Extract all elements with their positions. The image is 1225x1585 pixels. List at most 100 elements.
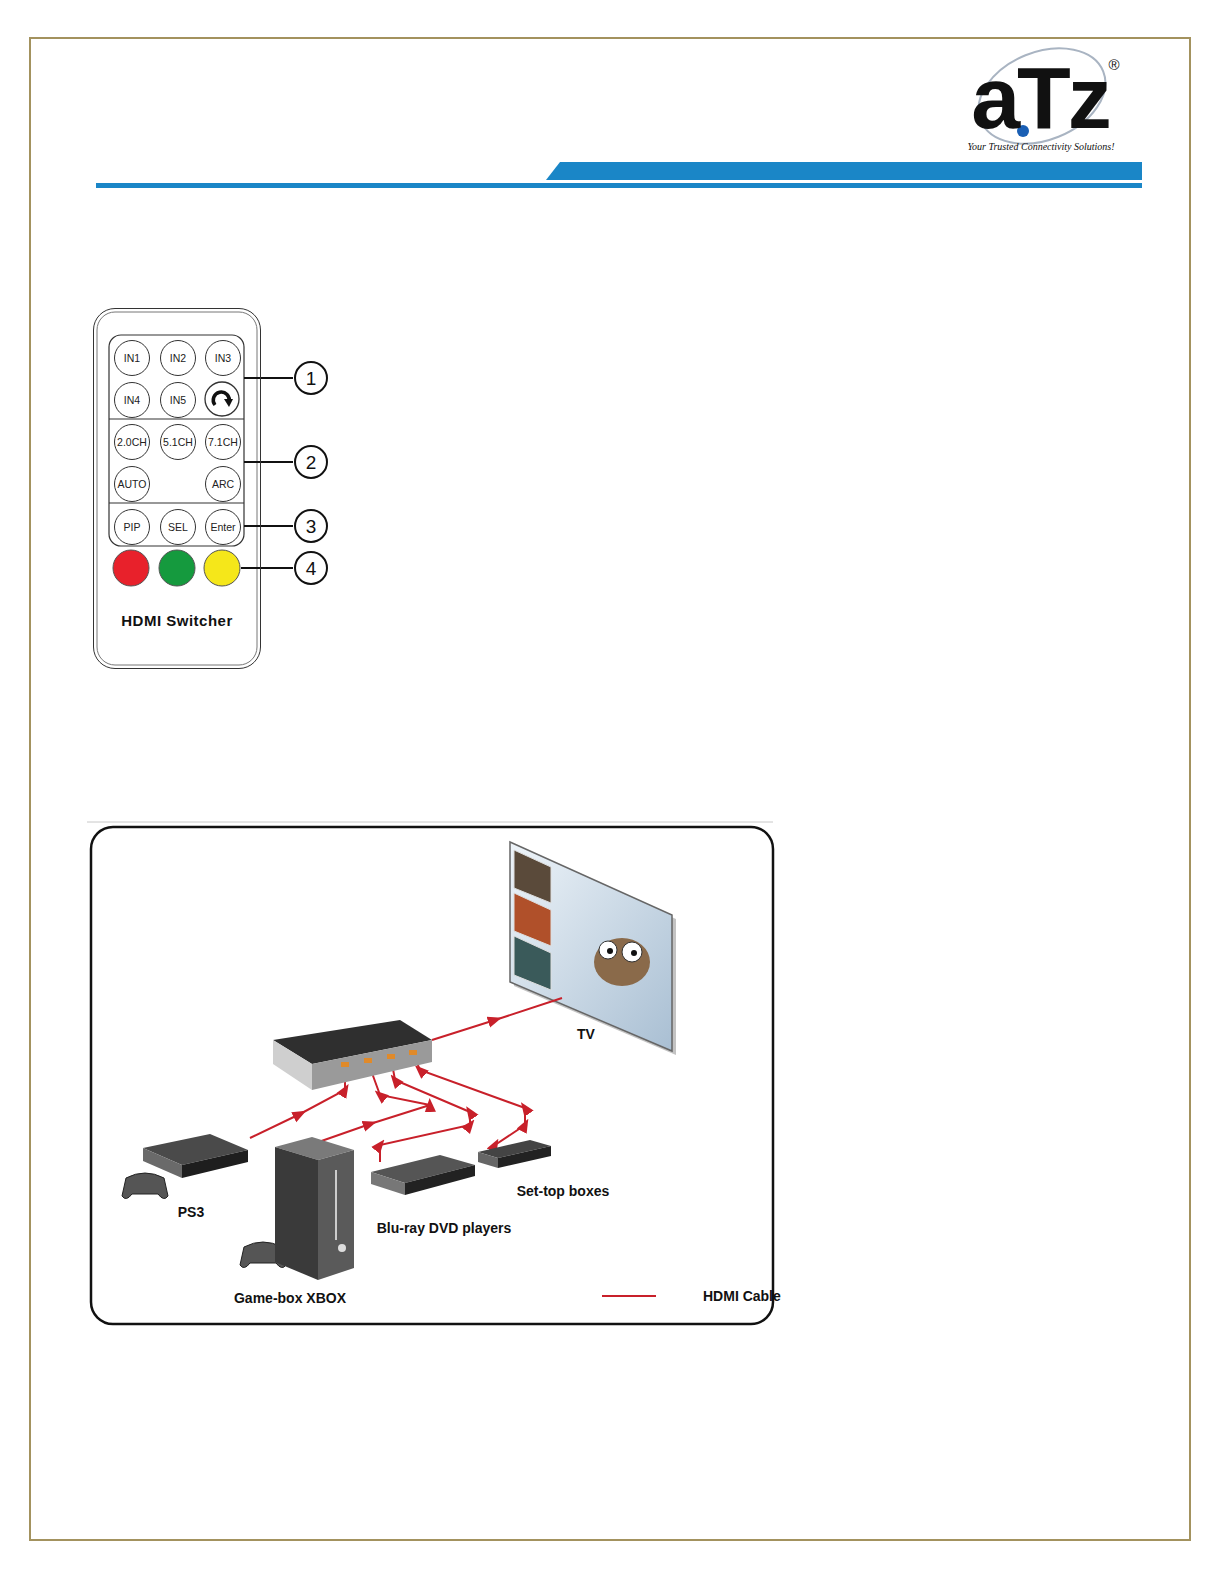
logo-graphic (964, 30, 1119, 161)
hdmi-port (341, 1062, 349, 1067)
player-side (371, 1172, 405, 1195)
cycle-icon-head (224, 399, 233, 407)
device-label: Game-box XBOX (234, 1290, 346, 1306)
button-label: IN2 (170, 352, 186, 364)
cartoon-face (594, 938, 650, 986)
callout-circle (295, 446, 327, 478)
remote-button: ARC (205, 466, 241, 502)
callout-circle (295, 362, 327, 394)
remote-button: SEL (160, 509, 196, 545)
callout-number: 3 (306, 517, 317, 536)
leader-line (244, 525, 293, 527)
device-label: Set-top boxes (517, 1183, 610, 1199)
device-name: PS3 (178, 1204, 204, 1220)
button-label: SEL (168, 521, 188, 533)
device-name: TV (577, 1026, 595, 1042)
legend-text: HDMI Cable (703, 1288, 781, 1304)
xbox-graphic (275, 1137, 354, 1280)
logo-tagline: Your Trusted Connectivity Solutions! (967, 142, 1114, 152)
switcher-graphic (273, 1020, 432, 1090)
bluray-graphic (371, 1155, 475, 1195)
hdmi-cables (250, 998, 562, 1162)
device-name: Game-box XBOX (234, 1290, 346, 1306)
remote-button: IN5 (160, 382, 196, 418)
ps3-graphic (143, 1134, 248, 1178)
remote-button: IN2 (160, 340, 196, 376)
remote-control: HDMI SwitcherIN1IN2IN3IN4IN52.0CH5.1CH7.… (93, 308, 261, 669)
button-label: IN5 (170, 394, 186, 406)
player-front (405, 1165, 475, 1195)
callout-circle (295, 552, 327, 584)
button-label: ARC (212, 478, 234, 490)
button-label: 7.1CH (208, 436, 238, 448)
power-button (338, 1244, 346, 1252)
tv-screen (510, 842, 672, 1051)
device-label: TV (577, 1026, 595, 1042)
disc-slot (335, 1170, 337, 1240)
button-group (109, 335, 244, 546)
hdmi-port (409, 1050, 417, 1055)
remote-button: 5.1CH (160, 424, 196, 460)
settop-graphic (478, 1140, 551, 1168)
button-label: 2.0CH (117, 436, 147, 448)
legend-row: HDMI Cable (602, 1288, 781, 1304)
remote-button: IN3 (205, 340, 241, 376)
remote-button: PIP (114, 509, 150, 545)
xbox-front (318, 1150, 354, 1280)
red-button (113, 550, 149, 586)
console-front (182, 1150, 248, 1178)
controller (122, 1173, 168, 1199)
remote-button: AUTO (114, 466, 150, 502)
legend-sample (602, 1295, 656, 1297)
button-label: PIP (124, 521, 141, 533)
separator (87, 822, 773, 823)
remote-button: IN4 (114, 382, 150, 418)
button-label: 5.1CH (163, 436, 193, 448)
leader-line (241, 567, 293, 569)
remote-button: 2.0CH (114, 424, 150, 460)
hdmi-cable (432, 998, 562, 1040)
switcher-front (312, 1040, 432, 1090)
header-rule (96, 183, 1142, 188)
box-front (498, 1146, 551, 1168)
hdmi-cable (413, 1054, 525, 1152)
cycle-button (205, 382, 239, 416)
cartoon-pupil (631, 950, 637, 956)
group-divider (109, 502, 244, 503)
callout-leaders (241, 362, 327, 584)
green-button (159, 550, 195, 586)
button-label: AUTO (118, 478, 147, 490)
header-band (546, 162, 1142, 180)
button-label: Enter (210, 521, 235, 533)
diagram-panel (91, 827, 773, 1324)
hdmi-port (387, 1054, 395, 1059)
callout-circle (295, 510, 327, 542)
registered-mark: ® (1108, 57, 1119, 72)
device-label: Blu-ray DVD players (377, 1220, 512, 1236)
tv-graphic (510, 842, 676, 1055)
button-label: IN4 (124, 394, 140, 406)
switcher-side (273, 1040, 312, 1090)
hdmi-cable (380, 1058, 470, 1162)
logo-wordmark: aTz (971, 54, 1109, 142)
device-name: Set-top boxes (517, 1183, 610, 1199)
cartoon-pupil (607, 948, 613, 954)
thumbnail (514, 936, 551, 990)
xbox-side (275, 1147, 318, 1280)
leader-line (244, 461, 293, 463)
device-name: Blu-ray DVD players (377, 1220, 512, 1236)
logo-swoosh (964, 30, 1119, 161)
remote-button: Enter (205, 509, 241, 545)
group-divider (109, 418, 244, 419)
callout-number: 4 (306, 559, 317, 578)
hdmi-port (364, 1058, 372, 1063)
device-label: PS3 (178, 1204, 204, 1220)
cartoon-eye (599, 941, 617, 959)
button-label: IN3 (215, 352, 231, 364)
box-side (478, 1152, 498, 1168)
cartoon-eye (622, 942, 642, 962)
callout-number: 2 (306, 453, 317, 472)
controller-graphic (122, 1173, 286, 1268)
page-frame (30, 38, 1190, 1540)
callout-number: 1 (306, 369, 317, 388)
